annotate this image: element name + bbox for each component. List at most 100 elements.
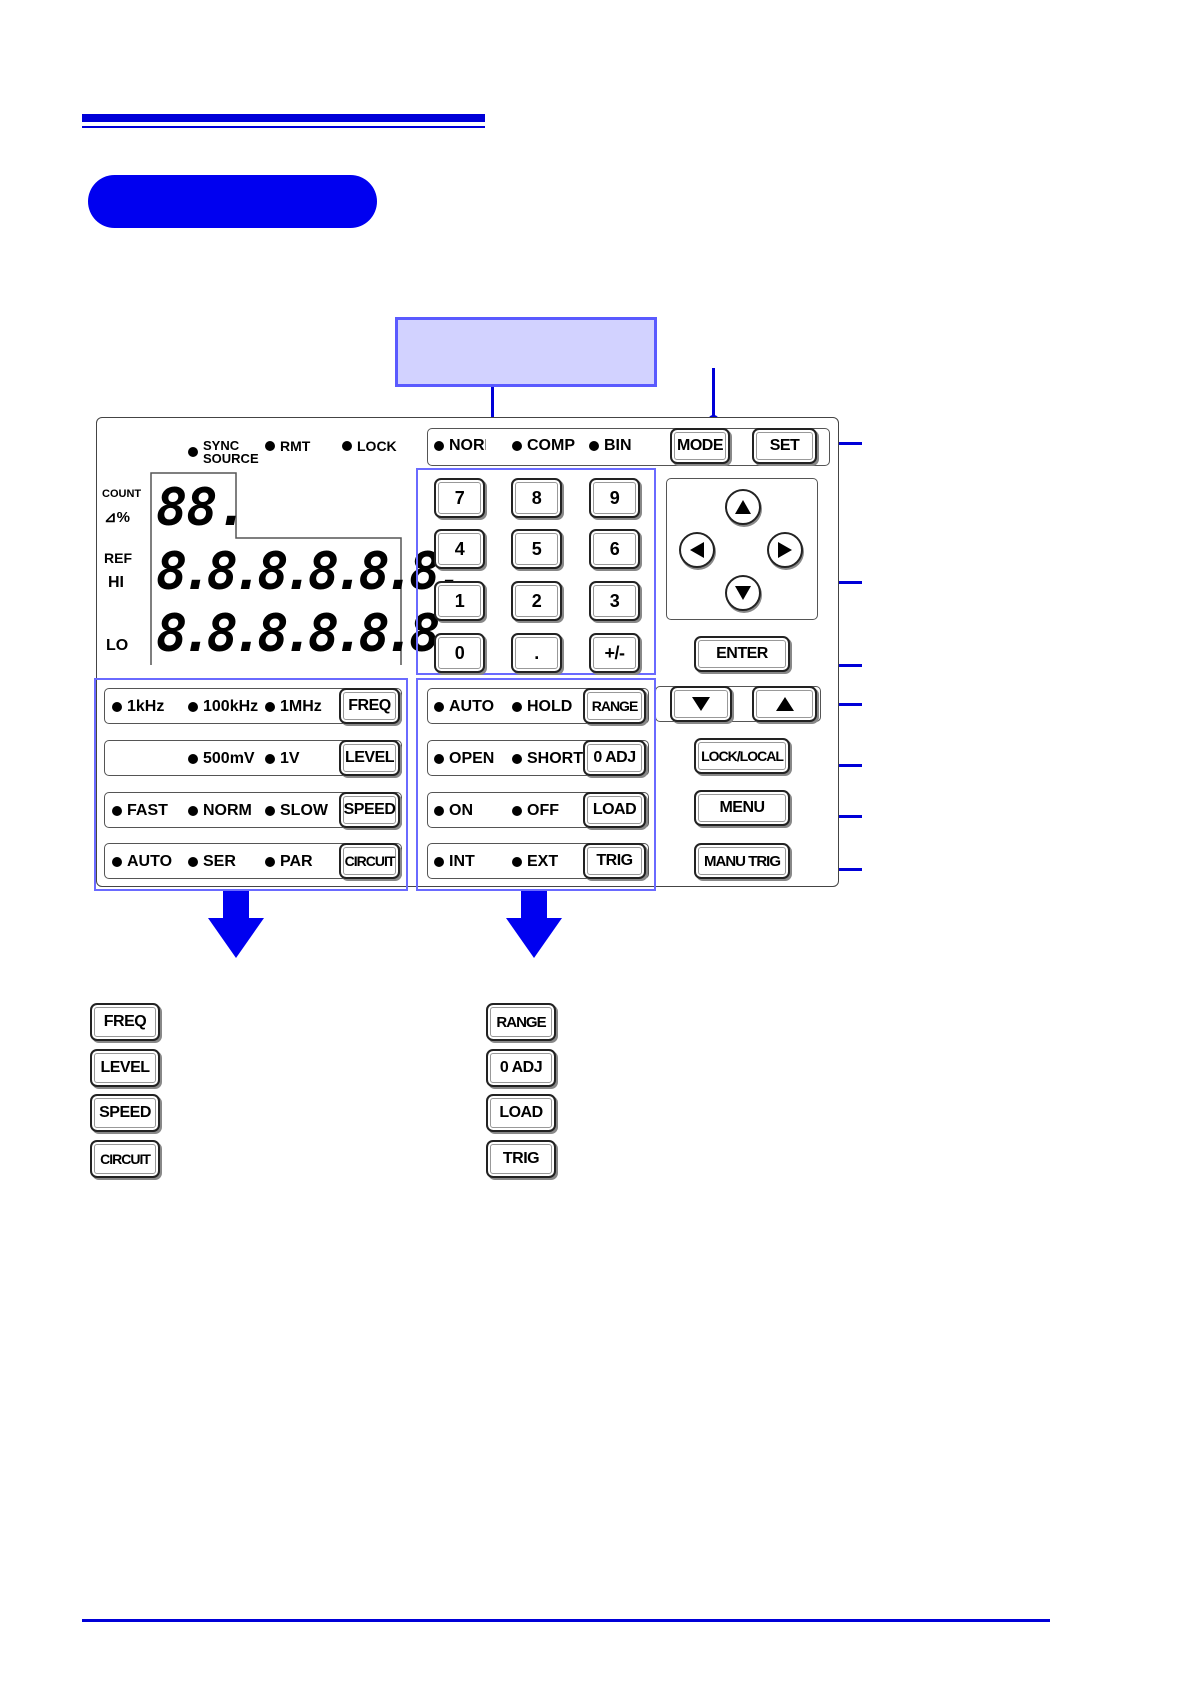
hi-label: HI — [108, 574, 124, 591]
lo-label: LO — [106, 637, 129, 654]
legend-zero-adj-key: 0 ADJ — [486, 1049, 556, 1087]
menu-button[interactable]: MENU — [694, 790, 790, 826]
key-9[interactable]: 9 — [589, 478, 640, 518]
arrow-down-icon — [735, 586, 751, 600]
led-100khz: 100kHz — [188, 698, 258, 716]
led-500mv: 500mV — [188, 750, 255, 768]
range-row — [427, 688, 649, 724]
led-par: PAR — [265, 853, 313, 871]
cursor-left-button[interactable] — [679, 532, 715, 568]
callout-leader-cursor — [822, 581, 862, 584]
delta-percent-label: ⊿% — [104, 509, 130, 526]
mode-button[interactable]: MODE — [670, 428, 730, 464]
ref-label: REF — [104, 550, 132, 566]
left-settings-highlight — [94, 678, 408, 891]
load-button[interactable]: LOAD — [583, 792, 646, 828]
led-off: OFF — [512, 802, 559, 820]
led-slow: SLOW — [265, 802, 328, 820]
legend-level-key: LEVEL — [90, 1049, 160, 1087]
cursor-pad-frame — [666, 478, 818, 620]
speed-row — [104, 792, 402, 828]
mode-row-frame — [427, 428, 830, 466]
arrow-down-left — [208, 918, 264, 958]
led-auto-range: AUTO — [434, 698, 494, 716]
legend-freq-key: FREQ — [90, 1003, 160, 1041]
key-7[interactable]: 7 — [434, 478, 485, 518]
arrow-up-icon — [735, 500, 751, 514]
enter-button[interactable]: ENTER — [694, 636, 790, 672]
led-norm-speed: NORM — [188, 802, 252, 820]
zero-adj-button[interactable]: 0 ADJ — [583, 740, 646, 776]
led-open: OPEN — [434, 750, 494, 768]
triangle-down-icon — [692, 697, 710, 711]
lcd-outline — [150, 472, 402, 665]
footer-rule — [82, 1619, 1050, 1622]
key-plus-minus[interactable]: +/- — [589, 633, 640, 673]
callout-leader-updown — [822, 703, 862, 706]
key-2[interactable]: 2 — [511, 581, 562, 621]
right-settings-highlight — [416, 678, 656, 891]
led-bin: BIN — [589, 437, 632, 455]
led-rmt: RMT — [265, 438, 310, 454]
value-up-button[interactable] — [752, 686, 817, 722]
arrow-right-icon — [778, 542, 792, 558]
circuit-row — [104, 843, 402, 879]
trig-button[interactable]: TRIG — [583, 843, 646, 879]
legend-circuit-key: CIRCUIT — [90, 1140, 160, 1178]
cursor-right-button[interactable] — [767, 532, 803, 568]
key-3[interactable]: 3 — [589, 581, 640, 621]
led-auto-circuit: AUTO — [112, 853, 172, 871]
legend-load-key: LOAD — [486, 1094, 556, 1132]
led-norm: NORM — [434, 437, 486, 455]
led-ext: EXT — [512, 853, 558, 871]
speed-button[interactable]: SPEED — [339, 792, 400, 828]
led-fast: FAST — [112, 802, 168, 820]
legend-speed-key: SPEED — [90, 1094, 160, 1132]
key-1[interactable]: 1 — [434, 581, 485, 621]
circuit-button[interactable]: CIRCUIT — [339, 843, 400, 879]
key-6[interactable]: 6 — [589, 529, 640, 569]
key-decimal[interactable]: . — [511, 633, 562, 673]
callout-leader-set — [822, 442, 862, 445]
range-button[interactable]: RANGE — [583, 688, 646, 724]
key-5[interactable]: 5 — [511, 529, 562, 569]
level-button[interactable]: LEVEL — [339, 740, 400, 776]
section-header-underline — [82, 126, 485, 128]
key-0[interactable]: 0 — [434, 633, 485, 673]
led-comp: COMP — [512, 437, 575, 455]
callout-box — [395, 317, 657, 387]
cursor-up-button[interactable] — [725, 489, 761, 525]
arrow-left-icon — [690, 542, 704, 558]
trig-row — [427, 843, 649, 879]
led-lock: LOCK — [342, 438, 397, 454]
arrow-stem-left — [223, 891, 249, 919]
freq-button[interactable]: FREQ — [339, 688, 400, 724]
arrow-down-right — [506, 918, 562, 958]
count-label: COUNT — [102, 488, 142, 500]
value-down-button[interactable] — [670, 686, 732, 722]
led-int: INT — [434, 853, 475, 871]
led-hold: HOLD — [512, 698, 572, 716]
hi-digits: 8.8.8.8.8.8. — [156, 542, 466, 602]
load-row — [427, 792, 649, 828]
level-row — [104, 740, 402, 776]
callout-leader-mode — [712, 368, 715, 422]
arrow-stem-right — [521, 891, 547, 919]
zero-adj-row — [427, 740, 649, 776]
freq-row — [104, 688, 402, 724]
led-1khz: 1kHz — [112, 698, 164, 716]
legend-range-key: RANGE — [486, 1003, 556, 1041]
section-title-pill — [88, 175, 377, 228]
cursor-down-button[interactable] — [725, 575, 761, 611]
legend-trig-key: TRIG — [486, 1140, 556, 1178]
manu-trig-button[interactable]: MANU TRIG — [694, 843, 790, 879]
keypad-highlight — [416, 468, 656, 675]
lock-local-button[interactable]: LOCK/LOCAL — [694, 738, 790, 774]
section-header-bar — [82, 114, 485, 122]
key-8[interactable]: 8 — [511, 478, 562, 518]
led-short: SHORT — [512, 750, 583, 768]
count-digits: 88. — [156, 478, 248, 538]
key-4[interactable]: 4 — [434, 529, 485, 569]
set-button[interactable]: SET — [752, 428, 817, 464]
